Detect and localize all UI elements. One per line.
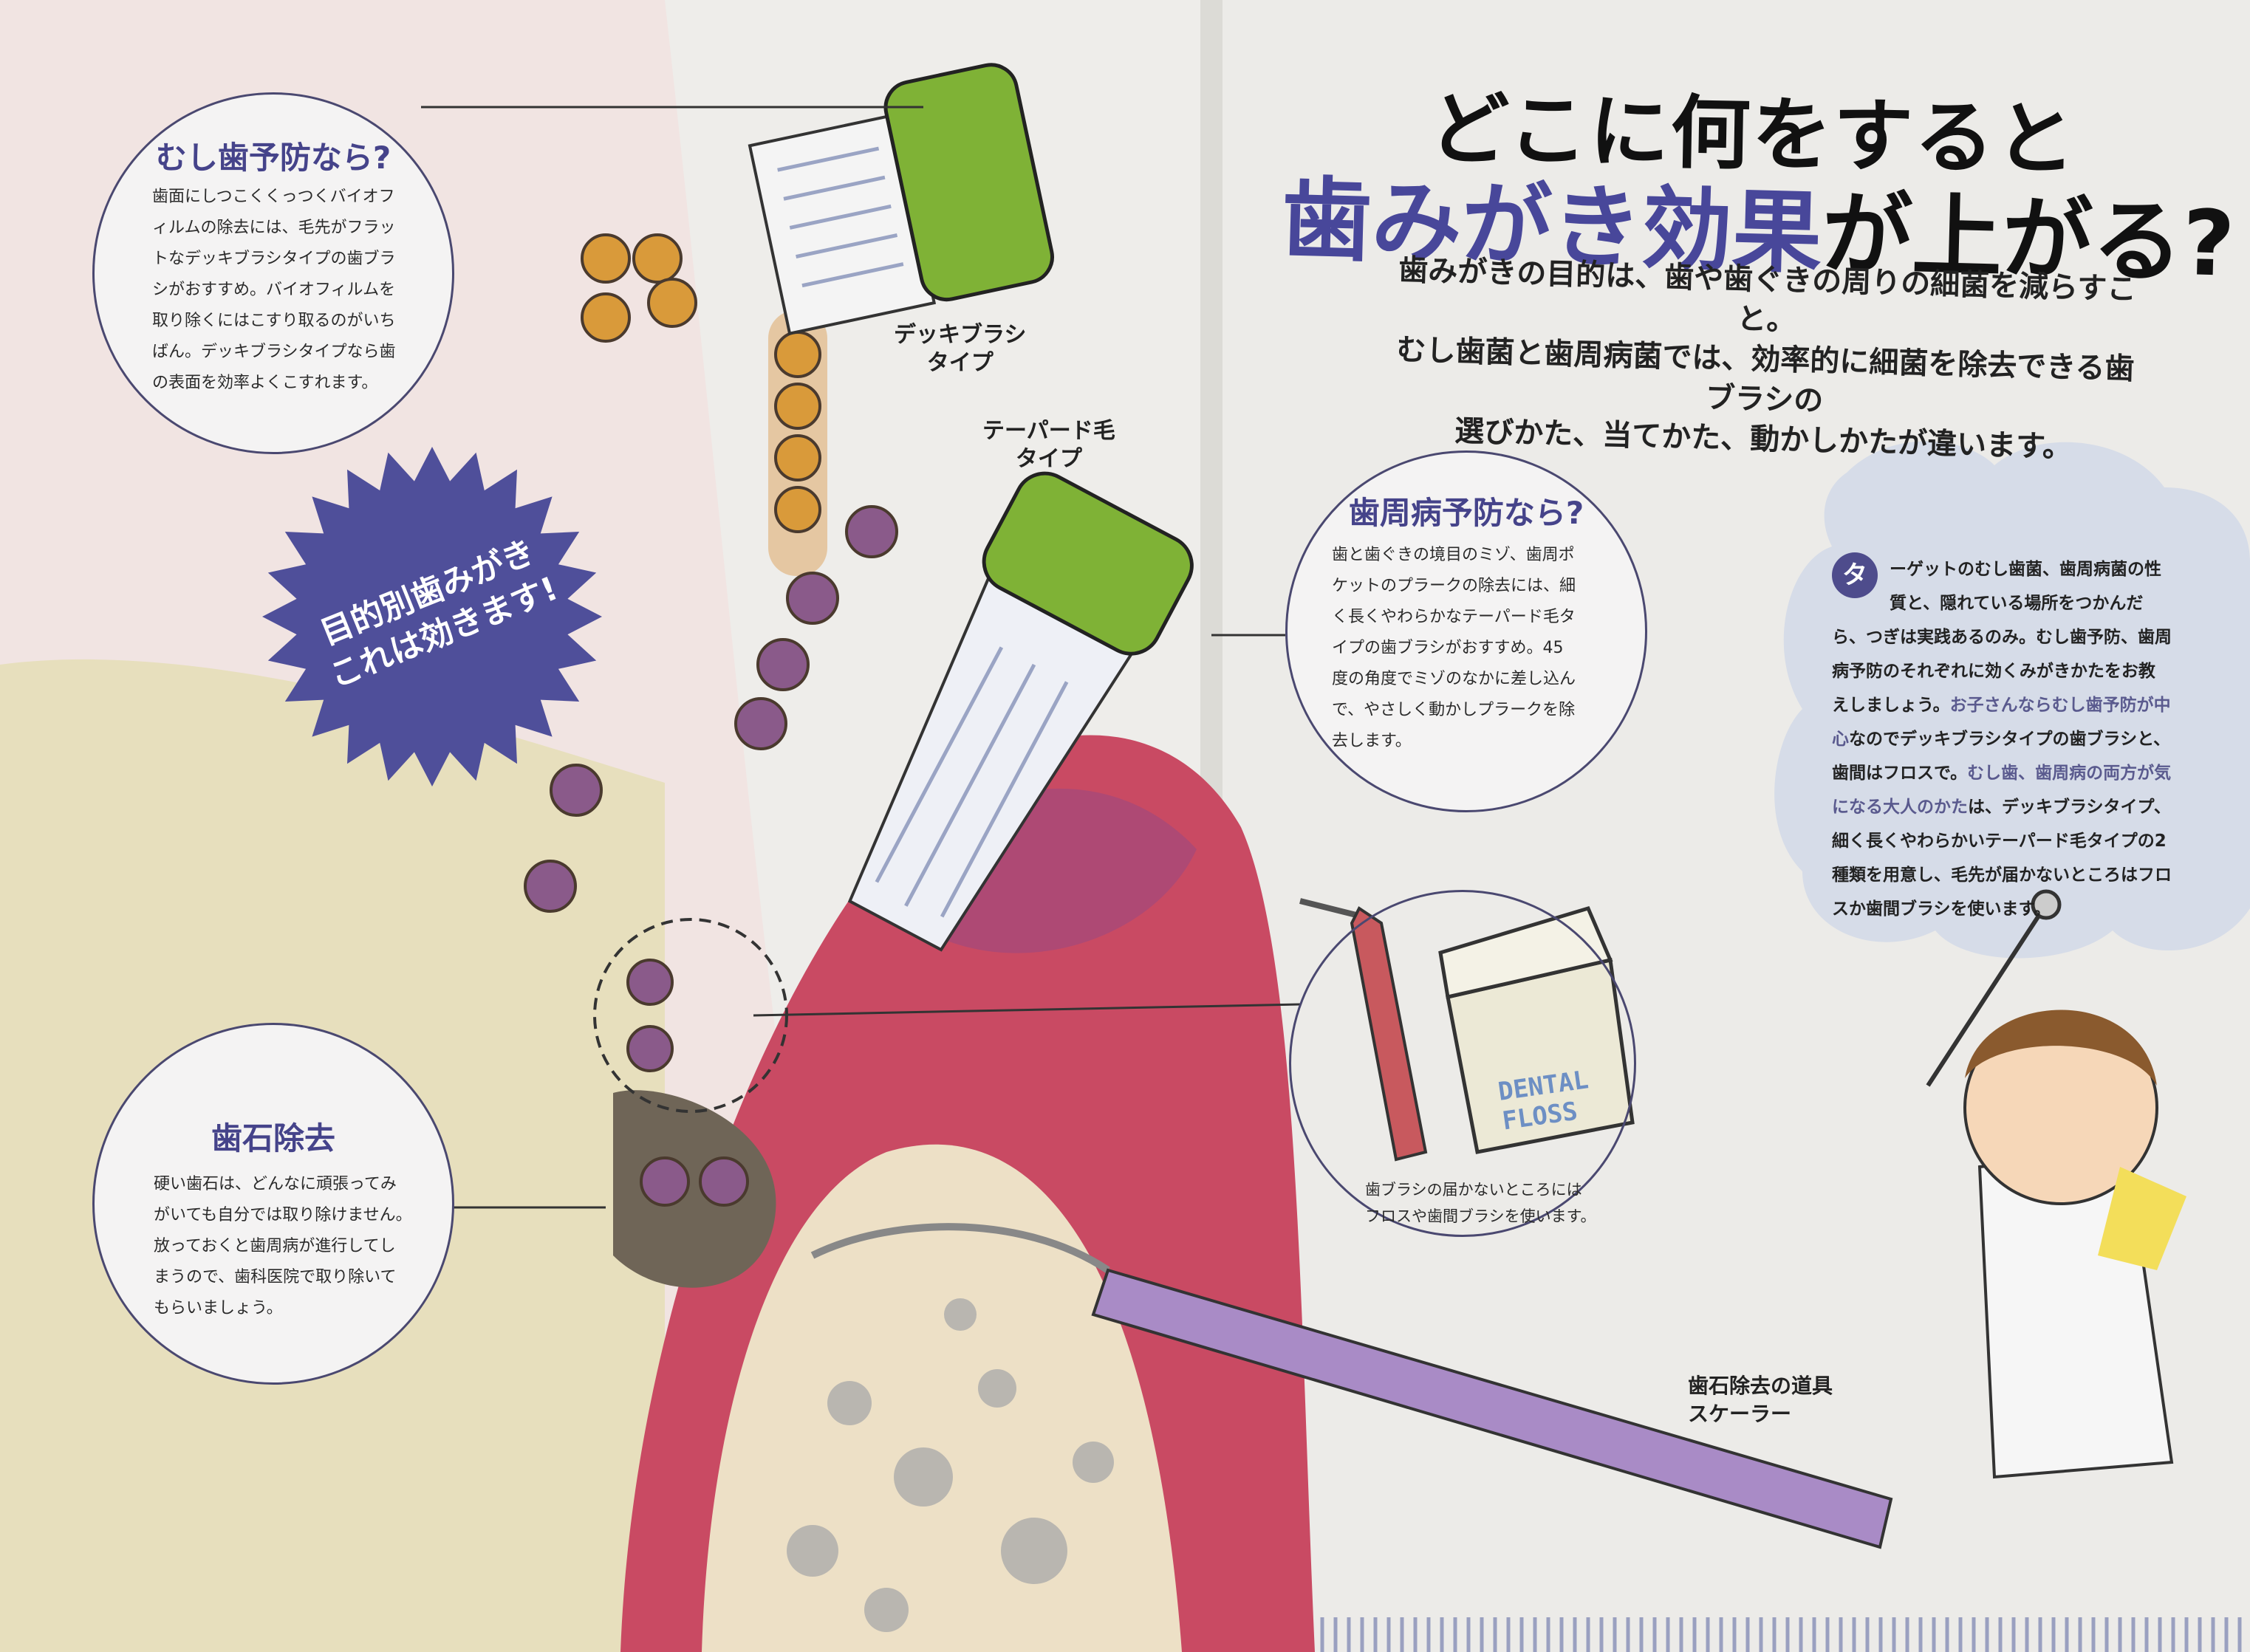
deck-brush-label: デッキブラシ タイプ [894,322,1027,376]
page-subtitle: 歯みがきの目的は、歯や歯ぐきの周りの細菌を減らすこと。 むし歯菌と歯周病菌では、… [1395,253,2137,465]
periodontal-body: 歯と歯ぐきの境目のミゾ、歯周ポ ケットのプラークの除去には、細 く長くやわらかな… [1332,546,1576,750]
intro-text-3: は、デッキブラシタイプ、細く長くやわらかいテーパード毛タイプの2種類を用意し、毛… [1832,798,2172,919]
leader-lines [421,106,1301,1209]
badge-starburst [262,447,602,786]
bone-texture [787,1298,1114,1632]
bottom-ticks [1320,1617,2242,1652]
bacteria [524,233,898,1207]
dropcap: タ [1832,552,1878,598]
intro-cloud [1774,441,2250,959]
doctor-character [1926,889,2186,1479]
periodontal-title: 歯周病予防なら? [1348,495,1584,531]
tapered-brush-label: テーパード毛 タイプ [982,418,1115,472]
bone-illustration [702,1144,1182,1652]
cavity-prevention-circle: むし歯予防なら? 歯面にしつこくくっつくバイオフ ィルムの除去には、毛先がフラッ… [92,92,454,454]
intro-highlight-2: むし歯、歯周病の両方が気になる大人のかた [1832,764,2172,817]
scaler-illustration [810,1223,1893,1549]
floss-caption: 歯ブラシの届かないところには フロスや歯間ブラシを使います。 [1365,1181,1596,1225]
scaler-label: 歯石除去の道具 スケーラー [1688,1374,1833,1426]
intro-text-2: なのでデッキブラシタイプの歯ブラシと、歯間はフロスで。 [1832,730,2171,783]
tapered-brush-illustration [847,471,1194,952]
cavity-title: むし歯予防なら? [155,140,391,176]
intro-highlight-1: お子さんならむし歯予防が中心 [1832,696,2171,749]
tartar-body: 硬い歯石は、どんなに頑張ってみ がいても自分では取り除けません。 放っておくと歯… [154,1175,412,1317]
tartar-title: 歯石除去 [211,1120,335,1156]
tartar-deposit [613,1090,776,1288]
cavity-body: 歯面にしつこくくっつくバイオフ ィルムの除去には、毛先がフラッ トなデッキブラシ… [152,188,396,392]
tartar-removal-circle: 歯石除去 硬い歯石は、どんなに頑張ってみ がいても自分では取り除けません。 放っ… [92,1023,454,1385]
deck-brush-illustration [748,63,1054,336]
badge-text: 目的別歯みがき これは効きます! [315,532,564,696]
floss-circle: 歯ブラシの届かないところには フロスや歯間ブラシを使います。 [1289,890,1636,1237]
intro-text: ターゲットのむし歯菌、歯周病菌の性質と、隠れている場所をつかんだら、つぎは実践あ… [1832,552,2172,926]
intro-text-1: ーゲットのむし歯菌、歯周病菌の性質と、隠れている場所をつかんだら、つぎは実践ある… [1832,560,2172,715]
periodontal-prevention-circle: 歯周病予防なら? 歯と歯ぐきの境目のミゾ、歯周ポ ケットのプラークの除去には、細… [1285,450,1647,812]
